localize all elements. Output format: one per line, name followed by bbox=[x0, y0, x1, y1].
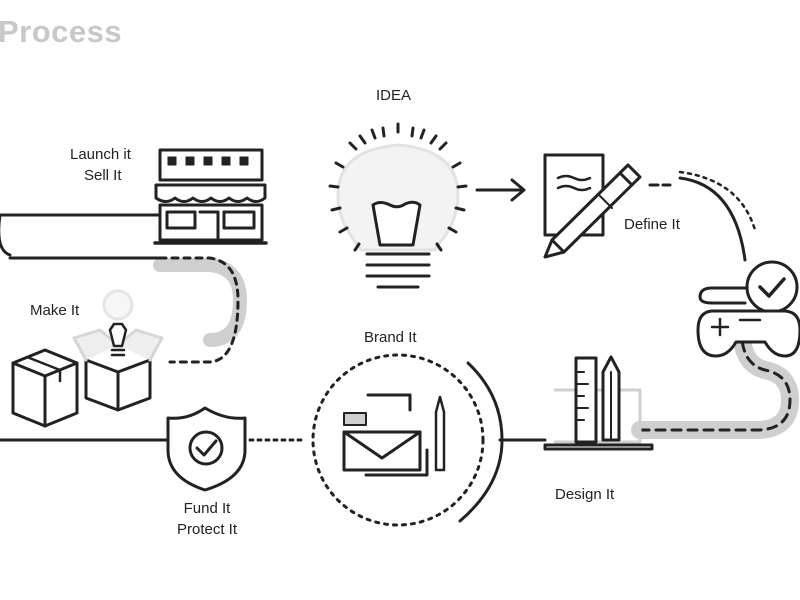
branding-envelope-icon bbox=[311, 353, 504, 527]
sell-it-label: Sell It bbox=[84, 167, 122, 184]
make-it-label: Make It bbox=[30, 302, 80, 319]
connector-lines bbox=[0, 170, 757, 442]
define-it-label: Define It bbox=[624, 216, 680, 233]
fund-it-label: Fund It bbox=[183, 500, 231, 517]
shield-check-icon bbox=[166, 406, 247, 492]
document-pen-icon bbox=[543, 153, 642, 259]
launch-it-label: Launch it bbox=[70, 146, 131, 163]
idea-label: IDEA bbox=[376, 87, 412, 104]
storefront-icon bbox=[153, 148, 268, 245]
page-title: Process bbox=[0, 14, 123, 49]
road-path bbox=[153, 258, 799, 439]
brand-it-label: Brand It bbox=[364, 329, 417, 346]
protect-it-label: Protect It bbox=[176, 521, 238, 538]
boxes-icon bbox=[11, 289, 164, 428]
lightbulb-icon bbox=[328, 122, 468, 289]
gamepad-check-icon bbox=[696, 260, 800, 358]
design-tools-icon bbox=[543, 355, 654, 451]
design-it-label: Design It bbox=[555, 486, 615, 503]
